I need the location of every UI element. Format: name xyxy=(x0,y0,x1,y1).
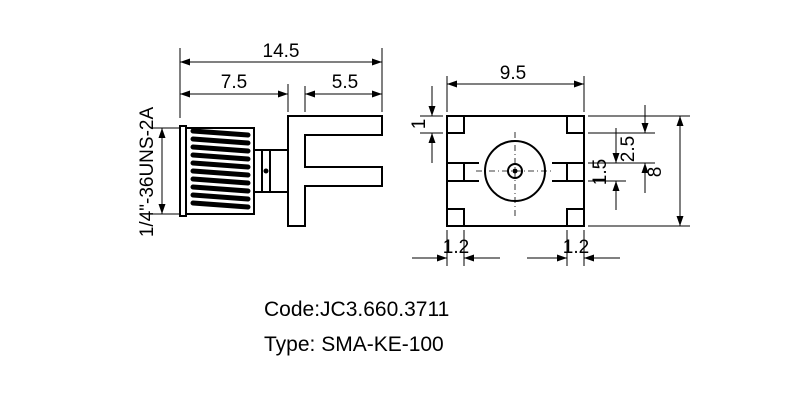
pcb-footprint xyxy=(446,115,585,227)
dim-1-5: 1.5 xyxy=(588,128,626,210)
dim-5-5-label: 5.5 xyxy=(332,72,358,93)
dim-1-2-left: 1.2 xyxy=(412,230,500,266)
threaded-barrel xyxy=(179,125,255,217)
neck xyxy=(253,149,288,193)
dim-1: 1 xyxy=(409,86,443,163)
dim-7-5: 7.5 xyxy=(180,72,289,112)
dim-9-5-label: 9.5 xyxy=(500,63,526,84)
dim-14-5: 14.5 xyxy=(179,41,383,118)
dim-2-5: 2.5 xyxy=(588,105,655,193)
side-view: 14.5 7.5 5.5 1/4"-36UNS-2A xyxy=(137,41,383,238)
center-pin xyxy=(476,132,554,218)
dim-1-2-right-label: 1.2 xyxy=(563,237,589,258)
dim-1-2-right: 1.2 xyxy=(527,230,620,266)
dim-8-label: 8 xyxy=(645,167,666,178)
type-caption: Type: SMA-KE-100 xyxy=(264,333,444,356)
code-caption: Code:JC3.660.3711 xyxy=(264,298,450,321)
top-view: 9.5 8 2.5 1.5 1 xyxy=(409,63,690,266)
thread-spec: 1/4"-36UNS-2A xyxy=(137,107,180,238)
dim-2-5-label: 2.5 xyxy=(618,136,639,162)
dim-1-2-left-label: 1.2 xyxy=(443,237,469,258)
dim-1-5-label: 1.5 xyxy=(590,159,611,185)
dim-7-5-label: 7.5 xyxy=(221,72,247,93)
dim-5-5: 5.5 xyxy=(304,72,382,112)
dim-14-5-label: 14.5 xyxy=(263,41,300,62)
dim-8: 8 xyxy=(588,115,690,227)
dim-9-5: 9.5 xyxy=(446,63,585,112)
mounting-body xyxy=(287,115,383,227)
thread-spec-label: 1/4"-36UNS-2A xyxy=(137,107,158,238)
dim-1-label: 1 xyxy=(409,119,430,130)
